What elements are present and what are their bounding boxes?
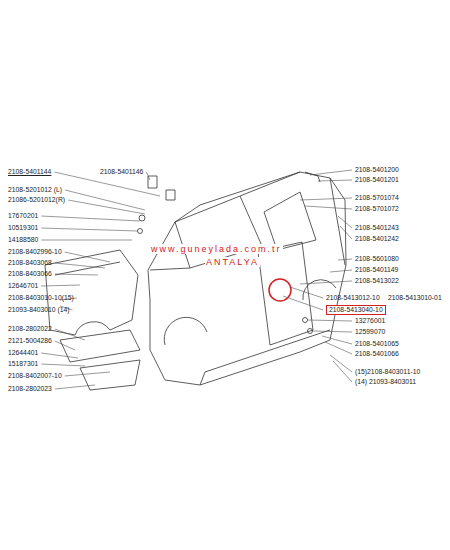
leader-line (340, 226, 352, 239)
leader-line (318, 180, 352, 181)
leader-line (283, 296, 323, 310)
part-number: 2108-2802023 (8, 385, 52, 393)
part-number: 2108-5701074 (355, 194, 399, 202)
part-number: 2108-5401242 (355, 235, 399, 243)
part-number: 2108-5413022 (355, 277, 399, 285)
leader-line (41, 240, 132, 241)
leader-line (146, 172, 150, 180)
leader-line (68, 200, 145, 214)
part-number: 2108-5401146 (100, 168, 143, 176)
leader-line (55, 329, 85, 340)
watermark: www.guneylada.com.tr (150, 244, 283, 254)
leader-line (313, 331, 352, 332)
leader-line (41, 228, 138, 231)
part-number: 2108-8403010-10(15) (8, 294, 74, 302)
part-number: 21086-5201012(R) (8, 196, 65, 204)
part-number: 2108-5413010-01 (388, 294, 442, 302)
part-number: 2108-5413012-10 (326, 294, 380, 302)
watermark: ANTALYA (205, 257, 260, 267)
leader-line (308, 320, 352, 321)
leader-line (65, 252, 110, 262)
part-number: 2108-5701072 (355, 205, 399, 213)
leader-line (55, 263, 105, 268)
part-number: 2108-5413040-10 (329, 306, 383, 314)
part-number: 14188580 (8, 236, 38, 244)
part-number: 13276001 (355, 317, 385, 325)
leader-line (300, 198, 352, 200)
part-number: 17670201 (8, 212, 38, 220)
leader-line (330, 270, 352, 272)
leader-line (333, 361, 352, 382)
leader-line (300, 281, 352, 284)
part-number: 10519301 (8, 224, 38, 232)
part-number: 12644401 (8, 349, 38, 357)
part-number: 2121-5004286 (8, 337, 52, 345)
leader-line (41, 353, 78, 358)
part-number: 2108-5401201 (355, 176, 399, 184)
part-number: (15)2108-8403011-10 (355, 368, 420, 376)
part-number: 2108-8403066 (8, 270, 52, 278)
leader-line (54, 172, 160, 196)
part-number: 12599070 (355, 328, 385, 336)
part-number: 2108-8402996-10 (8, 248, 62, 256)
part-number: 2108-5201012 (L) (8, 186, 62, 194)
part-number: 2108-8402007-10 (8, 372, 62, 380)
part-number: 12646701 (8, 282, 38, 290)
part-number: 2108-5401065 (355, 340, 399, 348)
part-number: (14) 21093-8403011 (355, 378, 416, 386)
part-number: 2108-5401066 (355, 350, 399, 358)
part-number: 2108-5601080 (355, 255, 399, 263)
leader-line (290, 287, 323, 298)
leader-line (338, 259, 352, 260)
leader-line (55, 274, 98, 275)
leader-line (325, 342, 352, 354)
leader-line (310, 170, 352, 175)
part-number: 2108-5401243 (355, 224, 399, 232)
part-number: 2108-5401200 (355, 166, 399, 174)
part-number: 2108-5401149 (355, 266, 398, 274)
part-number: 21093-8403010 (14) (8, 306, 70, 314)
leader-line (41, 285, 80, 286)
part-number: 2108-8403068 (8, 259, 52, 267)
leader-line (65, 372, 110, 376)
part-number: 15187301 (8, 360, 38, 368)
leader-line (41, 216, 140, 221)
leader-line (41, 364, 85, 366)
part-number: 2108-2802022 (8, 325, 52, 333)
part-number: 2108-5401144 (8, 168, 51, 176)
leader-line (305, 206, 352, 209)
highlighted-part-box: 2108-5413040-10 (326, 305, 386, 315)
leader-line (55, 341, 75, 350)
leader-line (55, 385, 95, 389)
